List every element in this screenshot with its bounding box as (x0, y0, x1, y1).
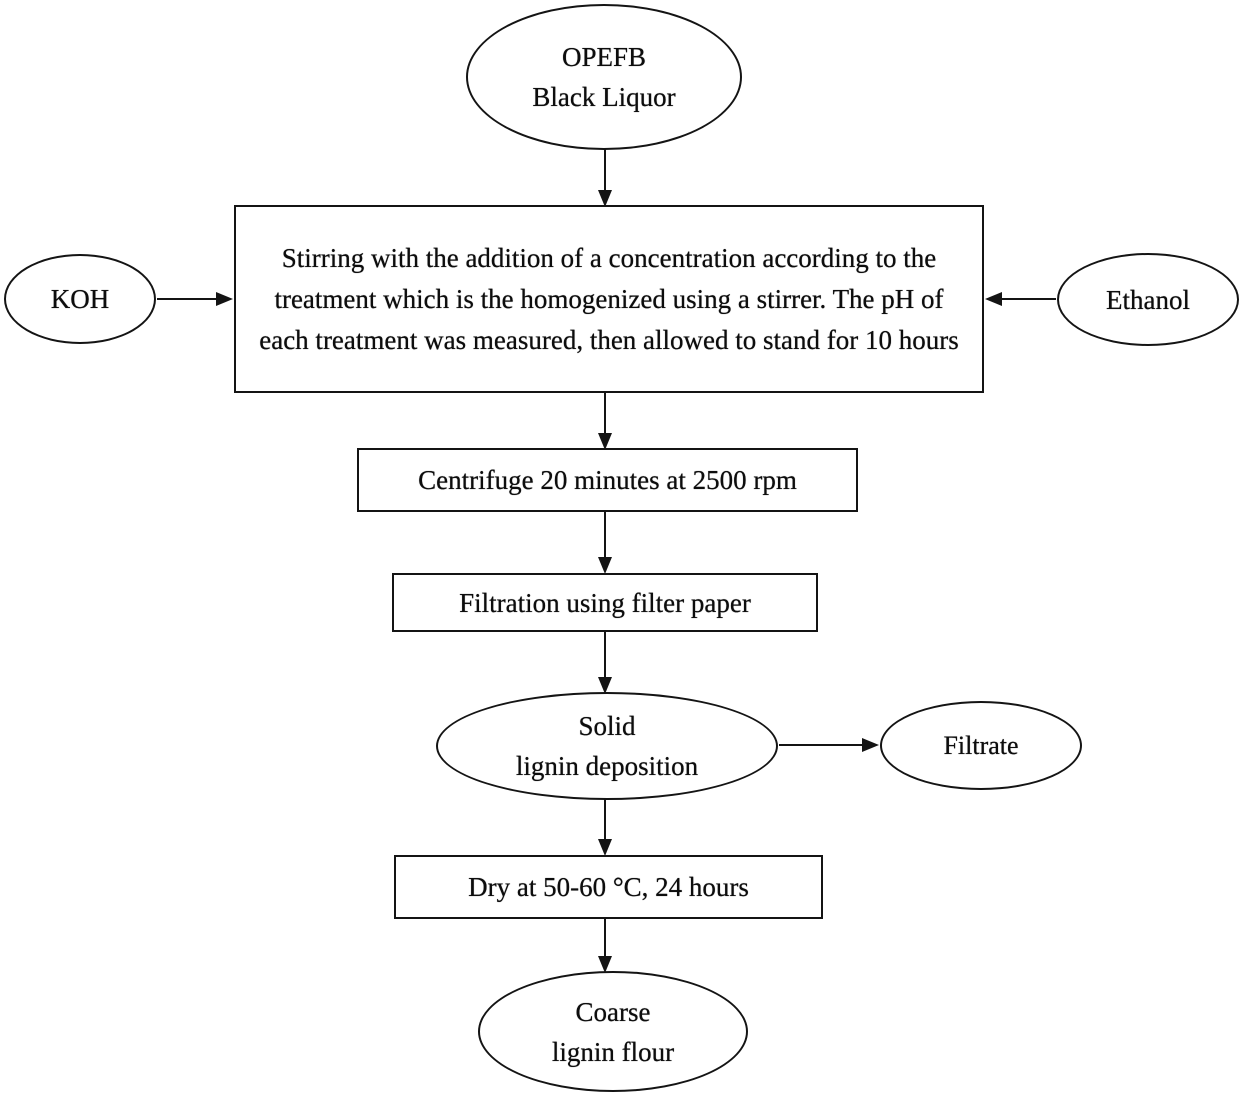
arrow-head-down-icon (598, 190, 612, 207)
arrow-head-right-icon (216, 292, 233, 306)
arrow-opefb-to-stirring (597, 148, 613, 207)
arrow-shaft (604, 918, 606, 959)
node-solid-lignin-deposition: Solid lignin deposition (436, 692, 778, 800)
node-opefb-black-liquor: OPEFB Black Liquor (466, 4, 742, 150)
node-ethanol-label: Ethanol (1106, 284, 1190, 315)
arrow-shaft (604, 510, 606, 560)
arrow-head-left-icon (985, 292, 1002, 306)
node-coarse-label-line1: Coarse (575, 996, 651, 1027)
arrow-shaft (779, 744, 865, 746)
node-coarse-lignin-flour: Coarse lignin flour (478, 971, 748, 1092)
node-ethanol: Ethanol (1057, 253, 1239, 346)
node-filtration: Filtration using filter paper (392, 573, 818, 632)
node-koh-label: KOH (50, 284, 110, 314)
arrow-head-down-icon (598, 839, 612, 856)
node-solid-label-line2: lignin deposition (515, 751, 699, 781)
node-koh: KOH (4, 254, 156, 344)
arrow-solid-to-dry (597, 798, 613, 856)
arrow-stirring-to-centrifuge (597, 391, 613, 450)
arrow-head-down-icon (598, 557, 612, 574)
node-opefb-label-line2: Black Liquor (532, 82, 676, 112)
node-coarse-label-line2: lignin flour (551, 1036, 675, 1067)
node-centrifuge-label: Centrifuge 20 minutes at 2500 rpm (418, 465, 797, 495)
arrow-shaft (157, 298, 219, 300)
arrow-head-down-icon (598, 433, 612, 450)
node-filtrate-label: Filtrate (943, 730, 1019, 760)
node-stirring-process: Stirring with the addition of a concentr… (234, 205, 984, 393)
arrow-solid-to-filtrate (779, 738, 879, 752)
arrow-shaft (999, 298, 1056, 300)
arrow-head-down-icon (598, 677, 612, 694)
arrow-head-down-icon (598, 956, 612, 973)
node-filtration-label: Filtration using filter paper (459, 587, 751, 618)
arrow-filtration-to-solid (597, 630, 613, 694)
node-solid-label-line1: Solid (578, 711, 636, 741)
arrow-ethanol-to-stirring (985, 292, 1056, 306)
arrow-centrifuge-to-filtration (597, 510, 613, 574)
arrow-head-right-icon (862, 738, 879, 752)
arrow-shaft (604, 391, 606, 436)
node-filtrate: Filtrate (880, 701, 1082, 790)
arrow-dry-to-coarse (597, 918, 613, 973)
node-opefb-label-line1: OPEFB (561, 42, 647, 72)
node-dry: Dry at 50-60 °C, 24 hours (394, 855, 823, 919)
arrow-shaft (604, 148, 606, 193)
arrow-shaft (604, 798, 606, 842)
node-stirring-label: Stirring with the addition of a concentr… (259, 242, 959, 355)
node-centrifuge: Centrifuge 20 minutes at 2500 rpm (357, 448, 858, 512)
node-dry-label: Dry at 50-60 °C, 24 hours (468, 872, 749, 902)
arrow-koh-to-stirring (157, 292, 233, 306)
arrow-shaft (604, 630, 606, 680)
